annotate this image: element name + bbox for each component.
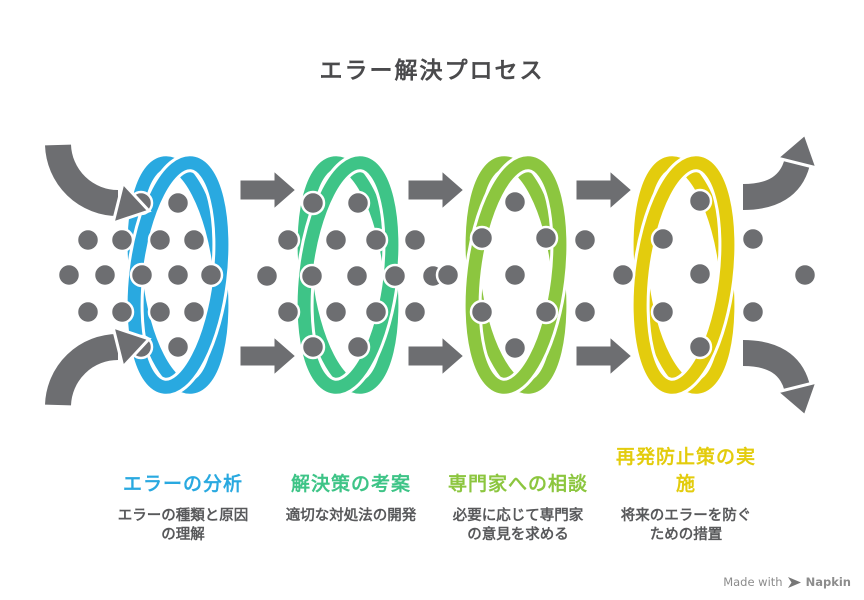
curved-arrow-in-bottom-icon [42,324,152,407]
step-subtitle-line: の意見を求める [467,527,569,543]
dot [165,262,191,288]
dot [502,262,528,288]
curved-arrow-in-top-icon [42,143,152,226]
flow-arrow-right-icon [405,165,468,215]
flow-diagram [42,131,820,419]
step-label-1: エラーの分析 エラーの種類と原因 の理解 [95,440,271,545]
dot [533,225,559,251]
dot [75,227,101,253]
dot [181,227,207,253]
step-title-line: エラーの分析 [122,473,243,495]
dot [129,262,155,288]
step-title-1: エラーの分析 [95,440,271,498]
curved-arrow-out-bottom-icon [742,337,820,419]
flow-arrow-right-icon [237,165,300,215]
step-title-4: 再発防止策の実 施 [598,440,774,498]
dot [181,299,207,325]
loop-ring-3 [462,153,570,397]
step-label-4: 再発防止策の実 施 将来のエラーを防ぐ ための措置 [598,440,774,545]
dot [147,227,173,253]
dot [300,334,326,360]
dot [109,299,135,325]
flow-arrow-right-icon [237,331,300,381]
napkin-logo-icon [787,576,801,588]
dot [92,262,118,288]
dot [254,263,280,289]
dot [300,190,326,216]
dot [165,190,191,216]
step-subtitle-line: 将来のエラーを防ぐ [620,508,752,524]
watermark: Made with Napkin [723,575,851,589]
step-subtitle-2: 適切な対処法の開発 [263,507,439,526]
step-label-2: 解決策の考案 適切な対処法の開発 [263,440,439,526]
flow-arrow-right-icon [573,331,636,381]
dot [275,299,301,325]
watermark-brand: Napkin [805,575,851,589]
dot [740,226,766,252]
step-subtitle-line: ための措置 [649,527,723,543]
dot [56,262,82,288]
dot [323,299,349,325]
flow-arrow-right-icon [573,165,636,215]
loop-ring-4 [630,153,738,397]
dot [345,334,371,360]
dot [275,227,301,253]
dot [502,335,528,361]
step-title-line: 施 [675,473,696,495]
dot [299,263,325,289]
dot [533,299,559,325]
dot [382,263,408,289]
dot [650,299,676,325]
page-title: エラー解決プロセス [319,58,545,84]
step-title-line: 解決策の考案 [290,473,411,495]
dot [402,227,428,253]
dot [344,263,370,289]
step-title-line: 再発防止策の実 [615,446,756,468]
dot [402,299,428,325]
dot [363,227,389,253]
step-subtitle-line: エラーの種類と原因 [117,508,249,524]
dot [435,262,461,288]
step-title-line: 専門家への相談 [447,473,588,495]
dot [687,334,713,360]
dot [198,262,224,288]
dot [469,299,495,325]
dot [792,262,818,288]
watermark-prefix: Made with [723,575,783,589]
dot [687,261,713,287]
step-title-2: 解決策の考案 [263,440,439,498]
step-subtitle-4: 将来のエラーを防ぐ ための措置 [598,507,774,545]
dot [610,262,636,288]
step-subtitle-line: の理解 [161,527,205,543]
step-subtitle-line: 必要に応じて専門家 [452,508,584,524]
dot [345,190,371,216]
step-subtitle-1: エラーの種類と原因 の理解 [95,507,271,545]
dot [650,226,676,252]
dot [687,188,713,214]
dot [469,225,495,251]
dot [740,299,766,325]
step-label-3: 専門家への相談 必要に応じて専門家 の意見を求める [430,440,606,545]
dot [323,227,349,253]
step-title-3: 専門家への相談 [430,440,606,498]
dot [109,227,135,253]
step-subtitle-line: 適切な対処法の開発 [285,508,417,524]
dot [572,299,598,325]
flow-arrow-right-icon [405,331,468,381]
dot-field [56,188,818,361]
dot [147,299,173,325]
dot [572,227,598,253]
dot [363,299,389,325]
step-subtitle-3: 必要に応じて専門家 の意見を求める [430,507,606,545]
curved-arrow-out-top-icon [742,131,820,213]
dot [75,299,101,325]
dot [502,189,528,215]
dot [165,334,191,360]
